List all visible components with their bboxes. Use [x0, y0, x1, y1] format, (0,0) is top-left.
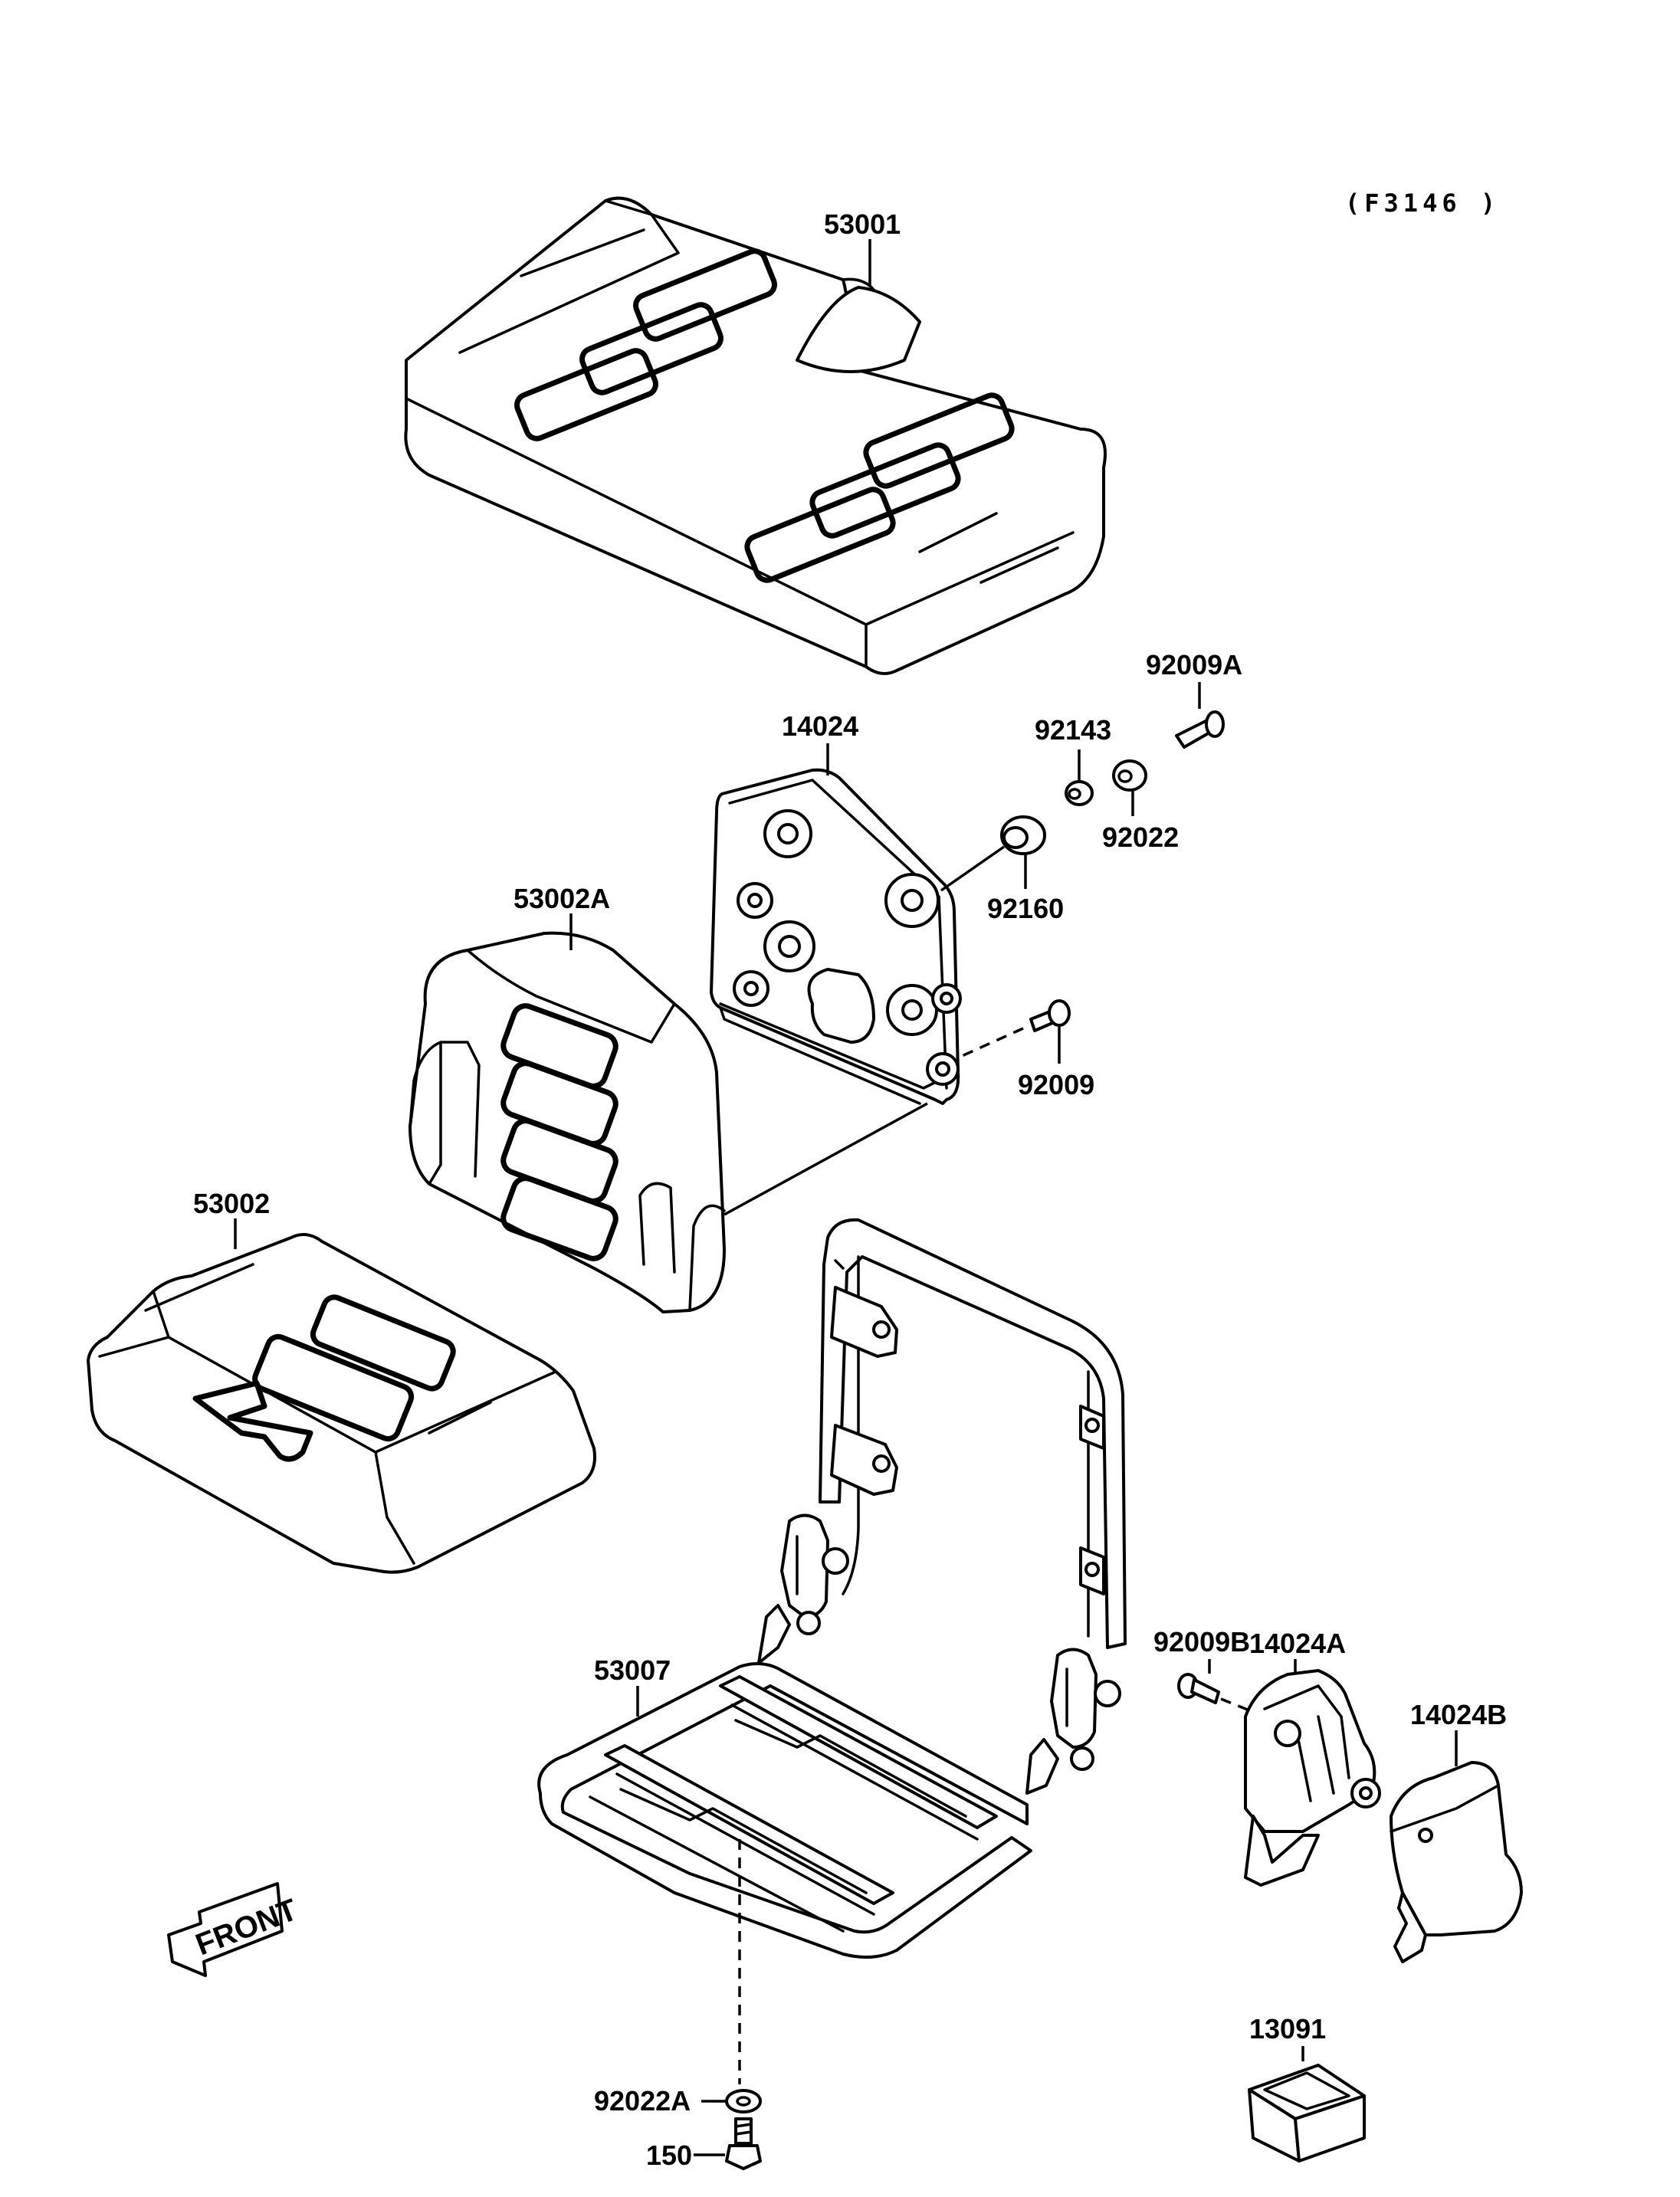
- label-92160: 92160: [987, 893, 1064, 924]
- collar-92143[interactable]: [1065, 780, 1094, 806]
- label-92022A: 92022A: [594, 2085, 691, 2117]
- screw-92009[interactable]: [1029, 999, 1071, 1032]
- screw-92009B[interactable]: [1177, 1673, 1220, 1704]
- label-92143: 92143: [1035, 714, 1111, 746]
- seat-cushion-top[interactable]: [404, 196, 1107, 675]
- label-53001: 53001: [824, 208, 901, 240]
- seat-cushion-lower[interactable]: [87, 1233, 596, 1574]
- label-150: 150: [646, 2140, 692, 2171]
- label-13091: 13091: [1249, 2013, 1326, 2045]
- label-53002A: 53002A: [514, 883, 610, 914]
- bracket-14024A[interactable]: [1244, 1669, 1381, 1887]
- spacer-13091[interactable]: [1248, 2064, 1366, 2163]
- seat-back-plate[interactable]: [710, 768, 962, 1105]
- washer-92022A[interactable]: [725, 2089, 762, 2113]
- label-53002: 53002: [193, 1188, 270, 1219]
- figure-code: (F3146 ): [1345, 189, 1500, 218]
- label-92009B: 92009B: [1153, 1626, 1250, 1658]
- front-arrow-icon: FRONT: [167, 1882, 302, 1977]
- seat-back-cushion[interactable]: [409, 931, 726, 1313]
- label-14024A: 14024A: [1249, 1628, 1346, 1659]
- label-14024: 14024: [782, 710, 858, 742]
- bracket-cover-14024B[interactable]: [1390, 1761, 1523, 1963]
- label-14024B: 14024B: [1410, 1699, 1507, 1730]
- grommet-92160[interactable]: [1000, 815, 1046, 855]
- screw-92009A[interactable]: [1175, 710, 1225, 749]
- label-53007: 53007: [594, 1654, 671, 1686]
- label-92009: 92009: [1018, 1069, 1094, 1100]
- label-92009A: 92009A: [1146, 649, 1242, 680]
- seat-frame[interactable]: [537, 1218, 1127, 1959]
- washer-92022[interactable]: [1112, 759, 1147, 792]
- bolt-150[interactable]: [725, 2117, 762, 2170]
- label-92022: 92022: [1102, 821, 1179, 853]
